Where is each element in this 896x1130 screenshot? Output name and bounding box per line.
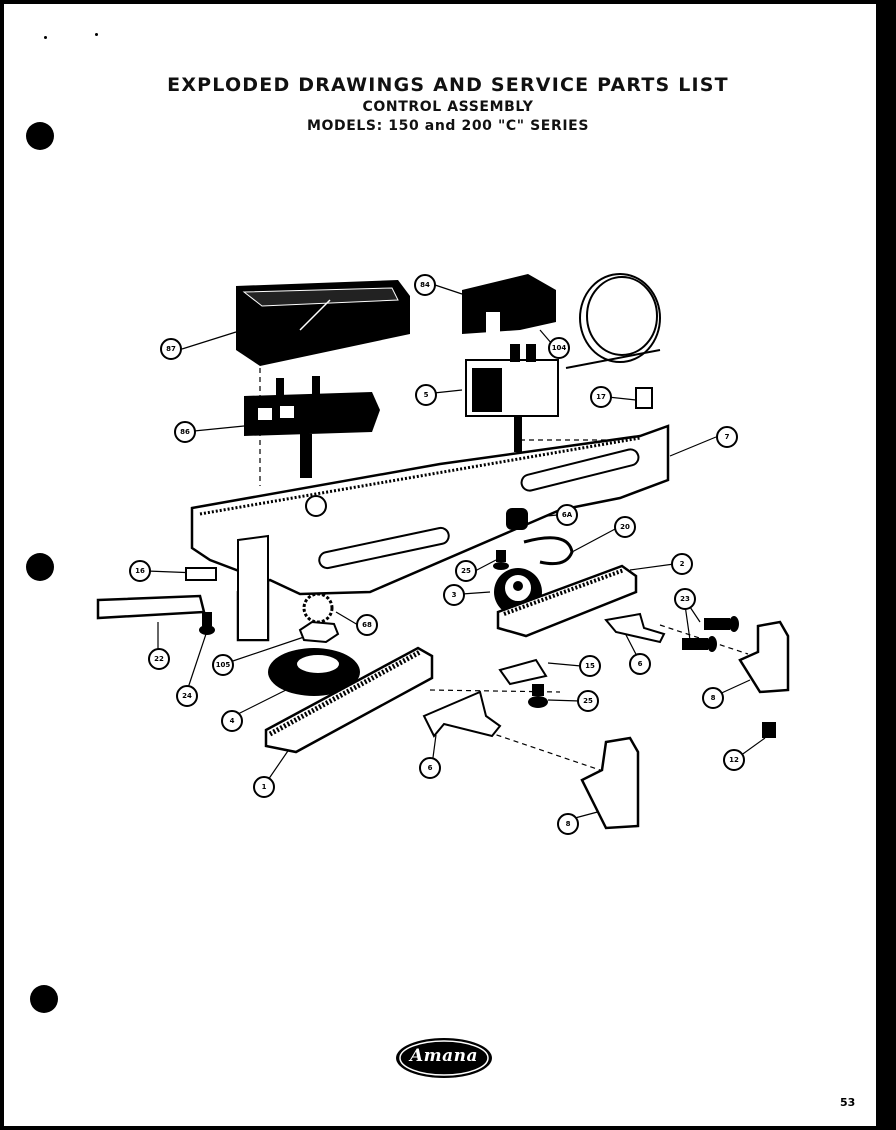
part-switch-86 (244, 376, 380, 478)
callout-17: 17 (596, 393, 606, 401)
callout-15: 15 (585, 662, 595, 670)
part-cover-87 (236, 280, 410, 366)
part-bracket-16 (185, 567, 217, 581)
title-block: EXPLODED DRAWINGS AND SERVICE PARTS LIST… (0, 74, 896, 134)
callout-16: 16 (135, 567, 145, 575)
part-thermostat-5 (465, 344, 559, 452)
callout-25-lower: 25 (583, 697, 593, 705)
logo-oval-icon (396, 1038, 492, 1078)
callout-6-lower: 6 (428, 764, 433, 772)
logo-text: Amana (409, 1046, 479, 1066)
callout-25-upper: 25 (461, 567, 471, 575)
part-nut-105 (298, 620, 340, 644)
punch-hole-middle (26, 553, 54, 581)
part-gear-4 (268, 648, 360, 696)
callout-4: 4 (230, 717, 235, 725)
part-clamp-20 (523, 536, 574, 566)
speck-mark (95, 33, 98, 36)
speck-mark (44, 36, 47, 39)
paper-sheet (4, 4, 876, 1126)
callout-8-lower: 8 (566, 820, 571, 828)
callout-104: 104 (552, 344, 567, 352)
callout-86: 86 (180, 428, 190, 436)
part-clip-17 (635, 387, 653, 409)
models-line: MODELS: 150 and 200 "C" SERIES (306, 118, 590, 134)
page-subtitle: CONTROL ASSEMBLY (362, 99, 534, 115)
punch-hole-top (26, 122, 54, 150)
callout-8-upper: 8 (711, 694, 716, 702)
page-number: 53 (840, 1096, 856, 1109)
part-capillary-tube (565, 273, 661, 369)
punch-hole-bottom (30, 985, 58, 1013)
part-spring-12 (762, 722, 776, 738)
callout-105: 105 (216, 661, 231, 669)
part-screw-25-lower (528, 684, 548, 708)
part-rack-2 (496, 564, 638, 638)
part-screws-23 (682, 616, 739, 652)
part-lever-6-lower (422, 690, 502, 738)
callout-24: 24 (182, 692, 192, 700)
callout-12: 12 (729, 756, 739, 764)
callout-23: 23 (680, 595, 690, 603)
part-knob-8-upper (738, 620, 790, 694)
callout-68: 68 (362, 621, 372, 629)
callout-2: 2 (680, 560, 685, 568)
callout-6-upper: 6 (638, 660, 643, 668)
part-plate-15 (498, 658, 548, 686)
callout-3: 3 (452, 591, 457, 599)
callout-7: 7 (725, 433, 730, 441)
part-screw-25-upper (493, 550, 509, 570)
callout-1: 1 (262, 783, 267, 791)
part-tube-22 (96, 594, 206, 620)
part-washer-68 (302, 592, 334, 624)
callout-6a: 6A (562, 511, 573, 519)
callout-84: 84 (420, 281, 430, 289)
part-bushing-6a (506, 508, 528, 530)
part-lever-6-upper (604, 612, 666, 644)
part-knob-8-lower (580, 736, 640, 830)
callout-87: 87 (166, 345, 176, 353)
part-screw-24 (199, 612, 215, 635)
callout-20: 20 (620, 523, 630, 531)
page-title: EXPLODED DRAWINGS AND SERVICE PARTS LIST (167, 74, 729, 96)
callout-22: 22 (154, 655, 164, 663)
part-switch-cover-84 (462, 274, 556, 334)
callout-5: 5 (424, 391, 429, 399)
amana-logo: Amana (394, 1036, 494, 1080)
part-rack-1 (264, 646, 434, 754)
part-bracket-7 (190, 424, 670, 642)
